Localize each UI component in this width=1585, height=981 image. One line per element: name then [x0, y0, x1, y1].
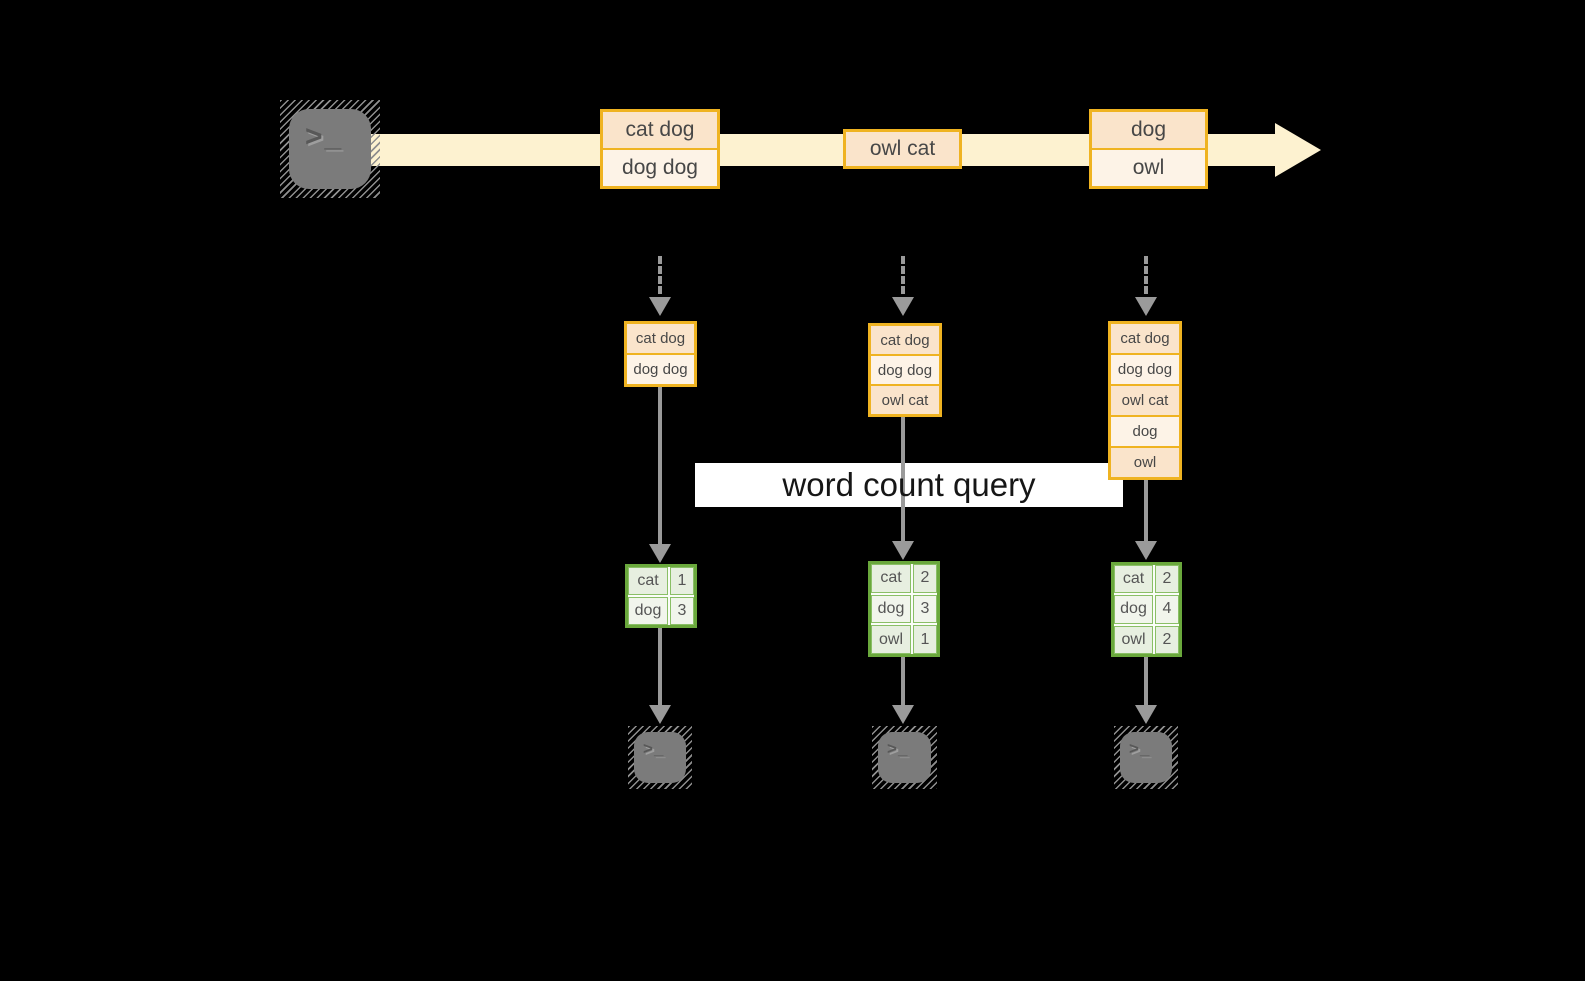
count-value: 2	[1155, 625, 1179, 654]
ingest-arrow-head-1	[649, 297, 671, 316]
output-arrow-head-3	[1135, 705, 1157, 724]
count-table-3: cat 2 dog 4 owl 2	[1111, 562, 1182, 657]
output-arrow-line-3	[1144, 657, 1148, 706]
ingest-arrow-head-2	[892, 297, 914, 316]
terminal-prompt-icon: >_	[1120, 732, 1151, 758]
count-word: cat	[871, 564, 911, 593]
output-arrow-head-1	[649, 705, 671, 724]
buffer-record: cat dog	[627, 324, 694, 353]
query-arrow-head-3	[1135, 541, 1157, 560]
count-value: 2	[1155, 565, 1179, 594]
event-record: owl	[1092, 148, 1205, 186]
count-word: dog	[871, 594, 911, 624]
buffer-record: dog	[1111, 415, 1179, 446]
stream-event-1: cat dog dog dog	[600, 109, 720, 189]
query-arrow-head-2	[892, 541, 914, 560]
buffer-record: cat dog	[871, 326, 939, 354]
terminal-screen: >_	[1120, 732, 1172, 783]
count-value: 2	[913, 564, 937, 593]
query-arrow-line-1	[658, 387, 662, 545]
stream-event-3: dog owl	[1089, 109, 1208, 189]
sink-terminal-icon-3: >_	[1114, 726, 1178, 789]
terminal-prompt-icon: >_	[289, 109, 343, 152]
query-arrow-line-3	[1144, 480, 1148, 542]
prompt-chevron: >	[887, 739, 898, 758]
output-arrow-head-2	[892, 705, 914, 724]
event-record: dog dog	[603, 148, 717, 186]
buffer-record: cat dog	[1111, 324, 1179, 353]
buffer-record: owl cat	[1111, 384, 1179, 415]
prompt-cursor: _	[1139, 739, 1151, 758]
count-value: 1	[670, 567, 694, 595]
terminal-prompt-icon: >_	[634, 732, 665, 758]
event-record: owl cat	[846, 132, 959, 166]
count-table-2: cat 2 dog 3 owl 1	[868, 561, 940, 657]
record-buffer-3: cat dog dog dog owl cat dog owl	[1108, 321, 1182, 480]
event-record: dog	[1092, 112, 1205, 148]
count-word: cat	[1114, 565, 1153, 594]
buffer-record: dog dog	[627, 353, 694, 384]
terminal-screen: >_	[634, 732, 686, 783]
count-word: owl	[871, 625, 911, 654]
ingest-arrow-line-3	[1144, 256, 1148, 294]
query-arrow-line-2	[901, 417, 905, 542]
sink-terminal-icon-2: >_	[872, 726, 937, 789]
record-buffer-2: cat dog dog dog owl cat	[868, 323, 942, 417]
count-word: owl	[1114, 625, 1153, 654]
stream-arrow-head-icon	[1275, 123, 1321, 177]
count-table-1: cat 1 dog 3	[625, 564, 697, 628]
query-label-box	[695, 463, 1123, 507]
terminal-screen: >_	[878, 732, 931, 783]
query-label: word count query	[782, 466, 1036, 503]
ingest-arrow-line-1	[658, 256, 662, 294]
buffer-record: owl	[1111, 446, 1179, 477]
output-arrow-line-2	[901, 657, 905, 706]
stream-event-2: owl cat	[843, 129, 962, 169]
event-record: cat dog	[603, 112, 717, 148]
prompt-chevron: >	[1129, 739, 1140, 758]
output-arrow-line-1	[658, 628, 662, 706]
count-value: 3	[670, 597, 694, 625]
count-value: 1	[913, 625, 937, 654]
count-value: 4	[1155, 595, 1179, 624]
buffer-record: dog dog	[1111, 353, 1179, 384]
query-arrow-head-1	[649, 544, 671, 563]
prompt-cursor: _	[653, 739, 665, 758]
ingest-arrow-line-2	[901, 256, 905, 294]
terminal-screen: >_	[289, 109, 371, 189]
count-word: dog	[1114, 595, 1153, 624]
prompt-cursor: _	[324, 120, 344, 153]
prompt-cursor: _	[897, 739, 909, 758]
sink-terminal-icon-1: >_	[628, 726, 692, 789]
count-word: cat	[628, 567, 668, 595]
source-terminal-icon: >_	[280, 100, 380, 198]
terminal-prompt-icon: >_	[878, 732, 909, 758]
buffer-record: owl cat	[871, 384, 939, 414]
count-word: dog	[628, 597, 668, 625]
ingest-arrow-head-3	[1135, 297, 1157, 316]
prompt-chevron: >	[305, 120, 325, 153]
record-buffer-1: cat dog dog dog	[624, 321, 697, 387]
count-value: 3	[913, 594, 937, 624]
buffer-record: dog dog	[871, 354, 939, 384]
prompt-chevron: >	[643, 739, 654, 758]
